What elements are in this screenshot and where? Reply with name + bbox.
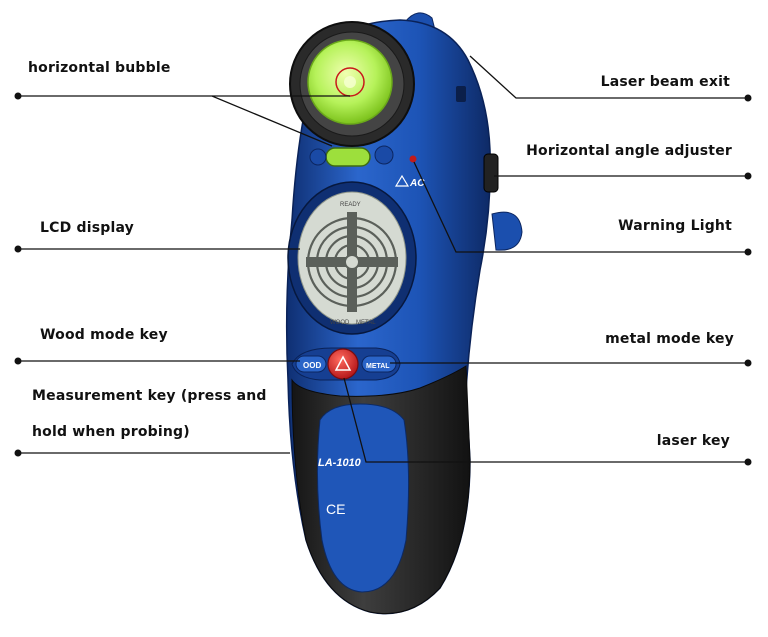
label-horizontal-angle-adjuster: Horizontal angle adjuster — [526, 143, 732, 159]
wood-key-text: OOD — [303, 361, 321, 370]
label-lcd-display: LCD display — [40, 220, 135, 236]
leader-endpoints — [14, 92, 752, 466]
leader-laser-key — [343, 377, 748, 463]
lcd-metal-text: METAL — [356, 320, 376, 326]
label-laser-beam-exit: Laser beam exit — [600, 74, 730, 90]
wood-mode-key[interactable] — [295, 355, 327, 373]
label-horizontal-bubble: horizontal bubble — [28, 60, 171, 76]
label-warning-light: Warning Light — [618, 218, 732, 234]
metal-key-text: METAL — [366, 363, 390, 370]
ac-text: AC — [409, 178, 425, 189]
model-text: LA-1010 — [318, 457, 362, 469]
grip-panel — [316, 403, 410, 593]
label-metal-mode-key: metal mode key — [605, 331, 734, 347]
metal-mode-key[interactable] — [361, 355, 397, 373]
warning-triangle-icon — [394, 174, 410, 187]
label-measurement-key-line2: hold when probing) — [32, 424, 190, 440]
label-measurement-key-line1: Measurement key (press and — [32, 388, 267, 404]
angle-adjuster-knob — [483, 153, 499, 193]
bubble — [344, 76, 356, 88]
leader-laser-beam-exit — [469, 55, 748, 99]
warning-light — [409, 155, 417, 163]
tube-right-cap — [374, 145, 394, 165]
laser-triangle-icon — [334, 355, 352, 371]
label-laser-key: laser key — [656, 433, 730, 449]
laser-key[interactable] — [327, 348, 359, 380]
laser-beam-exit — [456, 86, 466, 102]
tube-vial — [325, 147, 371, 167]
lcd-center-dot — [344, 254, 360, 270]
leader-lines — [18, 55, 748, 463]
leader-horizontal-bubble — [18, 95, 333, 147]
ce-mark: CE — [326, 501, 345, 517]
leader-warning-light — [413, 161, 748, 253]
lcd-wood-text: WOOD — [330, 320, 350, 326]
side-tab — [491, 211, 523, 251]
lcd-ready-text: READY — [340, 202, 361, 208]
label-wood-mode-key: Wood mode key — [40, 327, 168, 343]
tube-left-cap — [309, 148, 327, 166]
